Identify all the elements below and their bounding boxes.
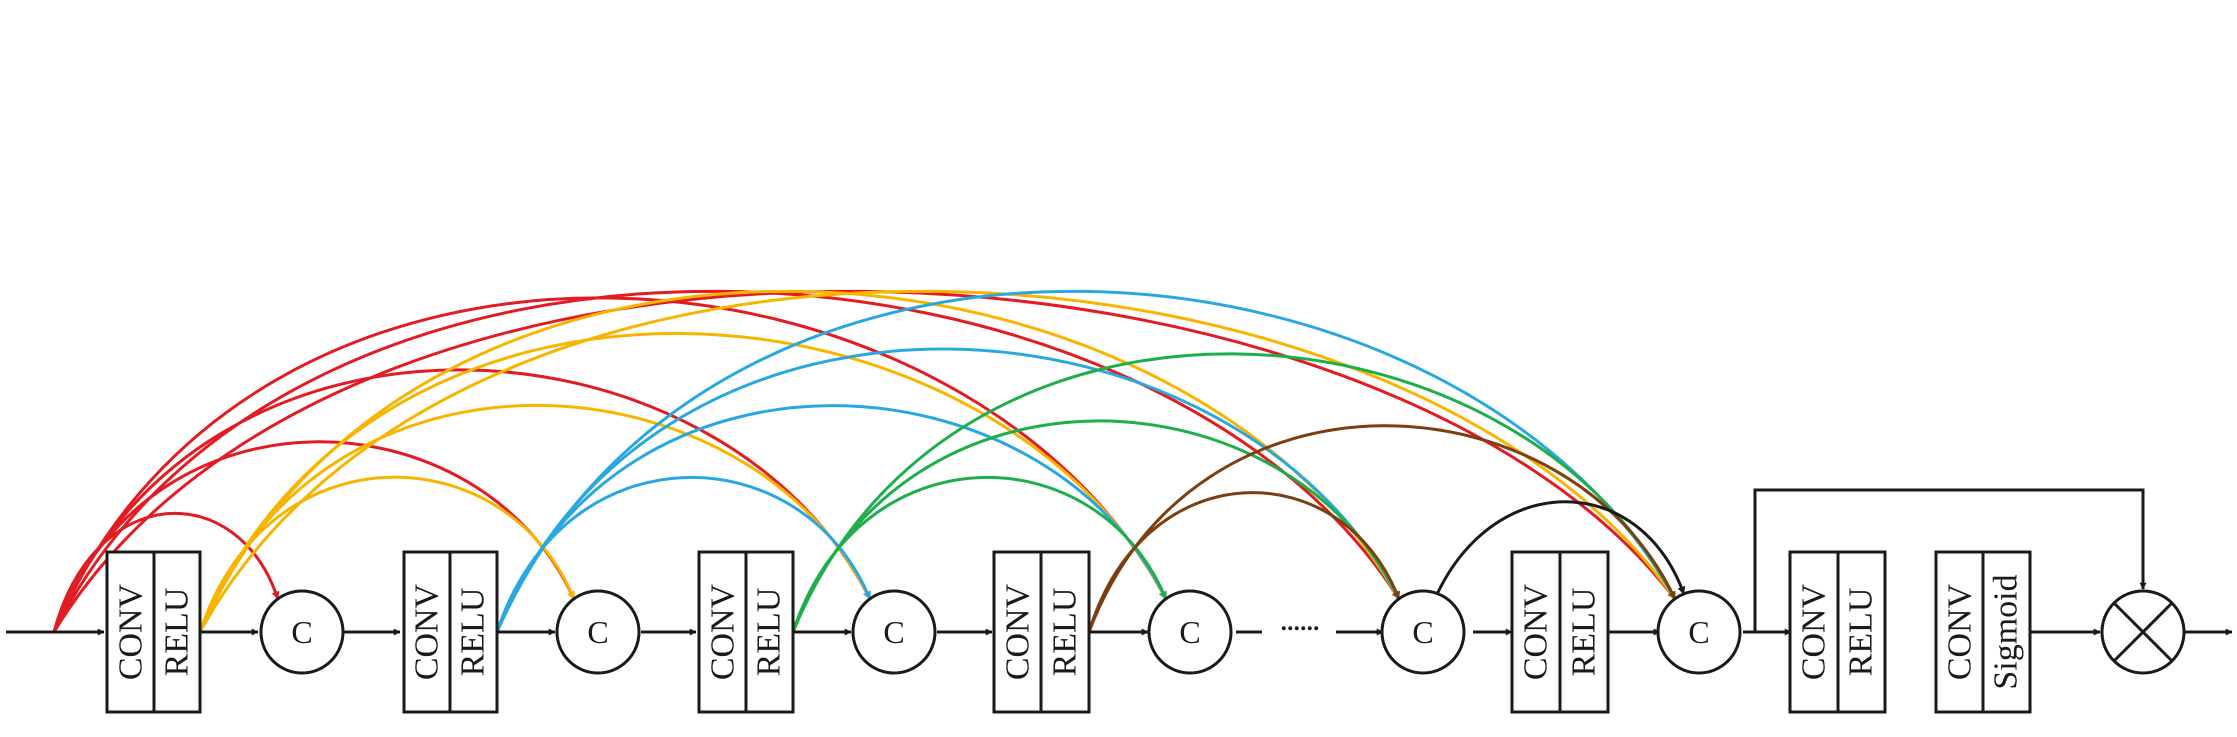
conv-label: CONV xyxy=(113,583,150,680)
concat-node-4: C xyxy=(1147,589,1233,675)
relu-label: RELU xyxy=(1843,588,1880,677)
main-data-flow xyxy=(6,488,2233,636)
skip-arc-orange xyxy=(198,289,1677,633)
skip-arc-blue xyxy=(495,404,1168,633)
skip-arc-red xyxy=(52,511,280,633)
skip-arc-brown xyxy=(1087,424,1677,633)
conv-sigmoid-block: CONV Sigmoid xyxy=(1934,550,2032,714)
conv-relu-block-1: CONV RELU xyxy=(105,550,202,714)
concat-label: C xyxy=(1179,614,1200,650)
skip-arc-red xyxy=(52,289,1401,633)
skip-arc-green xyxy=(791,476,1168,633)
relu-label: RELU xyxy=(455,588,492,677)
conv-label: CONV xyxy=(409,583,446,680)
skip-arc-red xyxy=(52,296,1168,633)
skip-arc-blue xyxy=(495,347,1401,633)
skip-arc-black xyxy=(1421,500,1686,633)
skip-arc-green xyxy=(791,352,1677,633)
conv-relu-block-2: CONV RELU xyxy=(402,550,499,714)
skip-arc-blue xyxy=(495,476,872,633)
concat-node-6: C xyxy=(1656,589,1742,675)
concat-node-5: C xyxy=(1380,589,1466,675)
skip-arc-blue xyxy=(495,289,1677,633)
skip-arc-green xyxy=(791,419,1401,633)
conv-label: CONV xyxy=(705,583,742,680)
conv-label: CONV xyxy=(1942,583,1979,680)
skip-arc-red xyxy=(52,289,1677,633)
conv-relu-block-5: CONV RELU xyxy=(1510,550,1610,714)
conv-label: CONV xyxy=(1518,583,1555,680)
relu-label: RELU xyxy=(751,588,788,677)
attention-skip-path xyxy=(1753,488,2147,632)
concat-label: C xyxy=(1688,614,1709,650)
relu-label: RELU xyxy=(159,588,196,677)
skip-connection-arcs xyxy=(52,289,1686,633)
conv-label: CONV xyxy=(1796,583,1833,680)
conv-relu-block-4: CONV RELU xyxy=(992,550,1091,714)
skip-arc-brown xyxy=(1087,491,1401,633)
skip-arc-red xyxy=(52,368,872,633)
concat-node-3: C xyxy=(851,589,937,675)
ellipsis: ...... xyxy=(1280,601,1320,638)
relu-label: RELU xyxy=(1047,588,1084,677)
sigmoid-label: Sigmoid xyxy=(1988,574,2025,689)
concat-label: C xyxy=(883,614,904,650)
conv-relu-block-6: CONV RELU xyxy=(1788,550,1887,714)
concat-label: C xyxy=(291,614,312,650)
relu-label: RELU xyxy=(1566,588,1603,677)
conv-label: CONV xyxy=(1000,583,1037,680)
concat-node-1: C xyxy=(259,589,345,675)
concat-label: C xyxy=(1412,614,1433,650)
multiply-node xyxy=(2100,589,2186,675)
conv-relu-block-3: CONV RELU xyxy=(697,550,795,714)
concat-node-2: C xyxy=(555,589,641,675)
concat-label: C xyxy=(587,614,608,650)
